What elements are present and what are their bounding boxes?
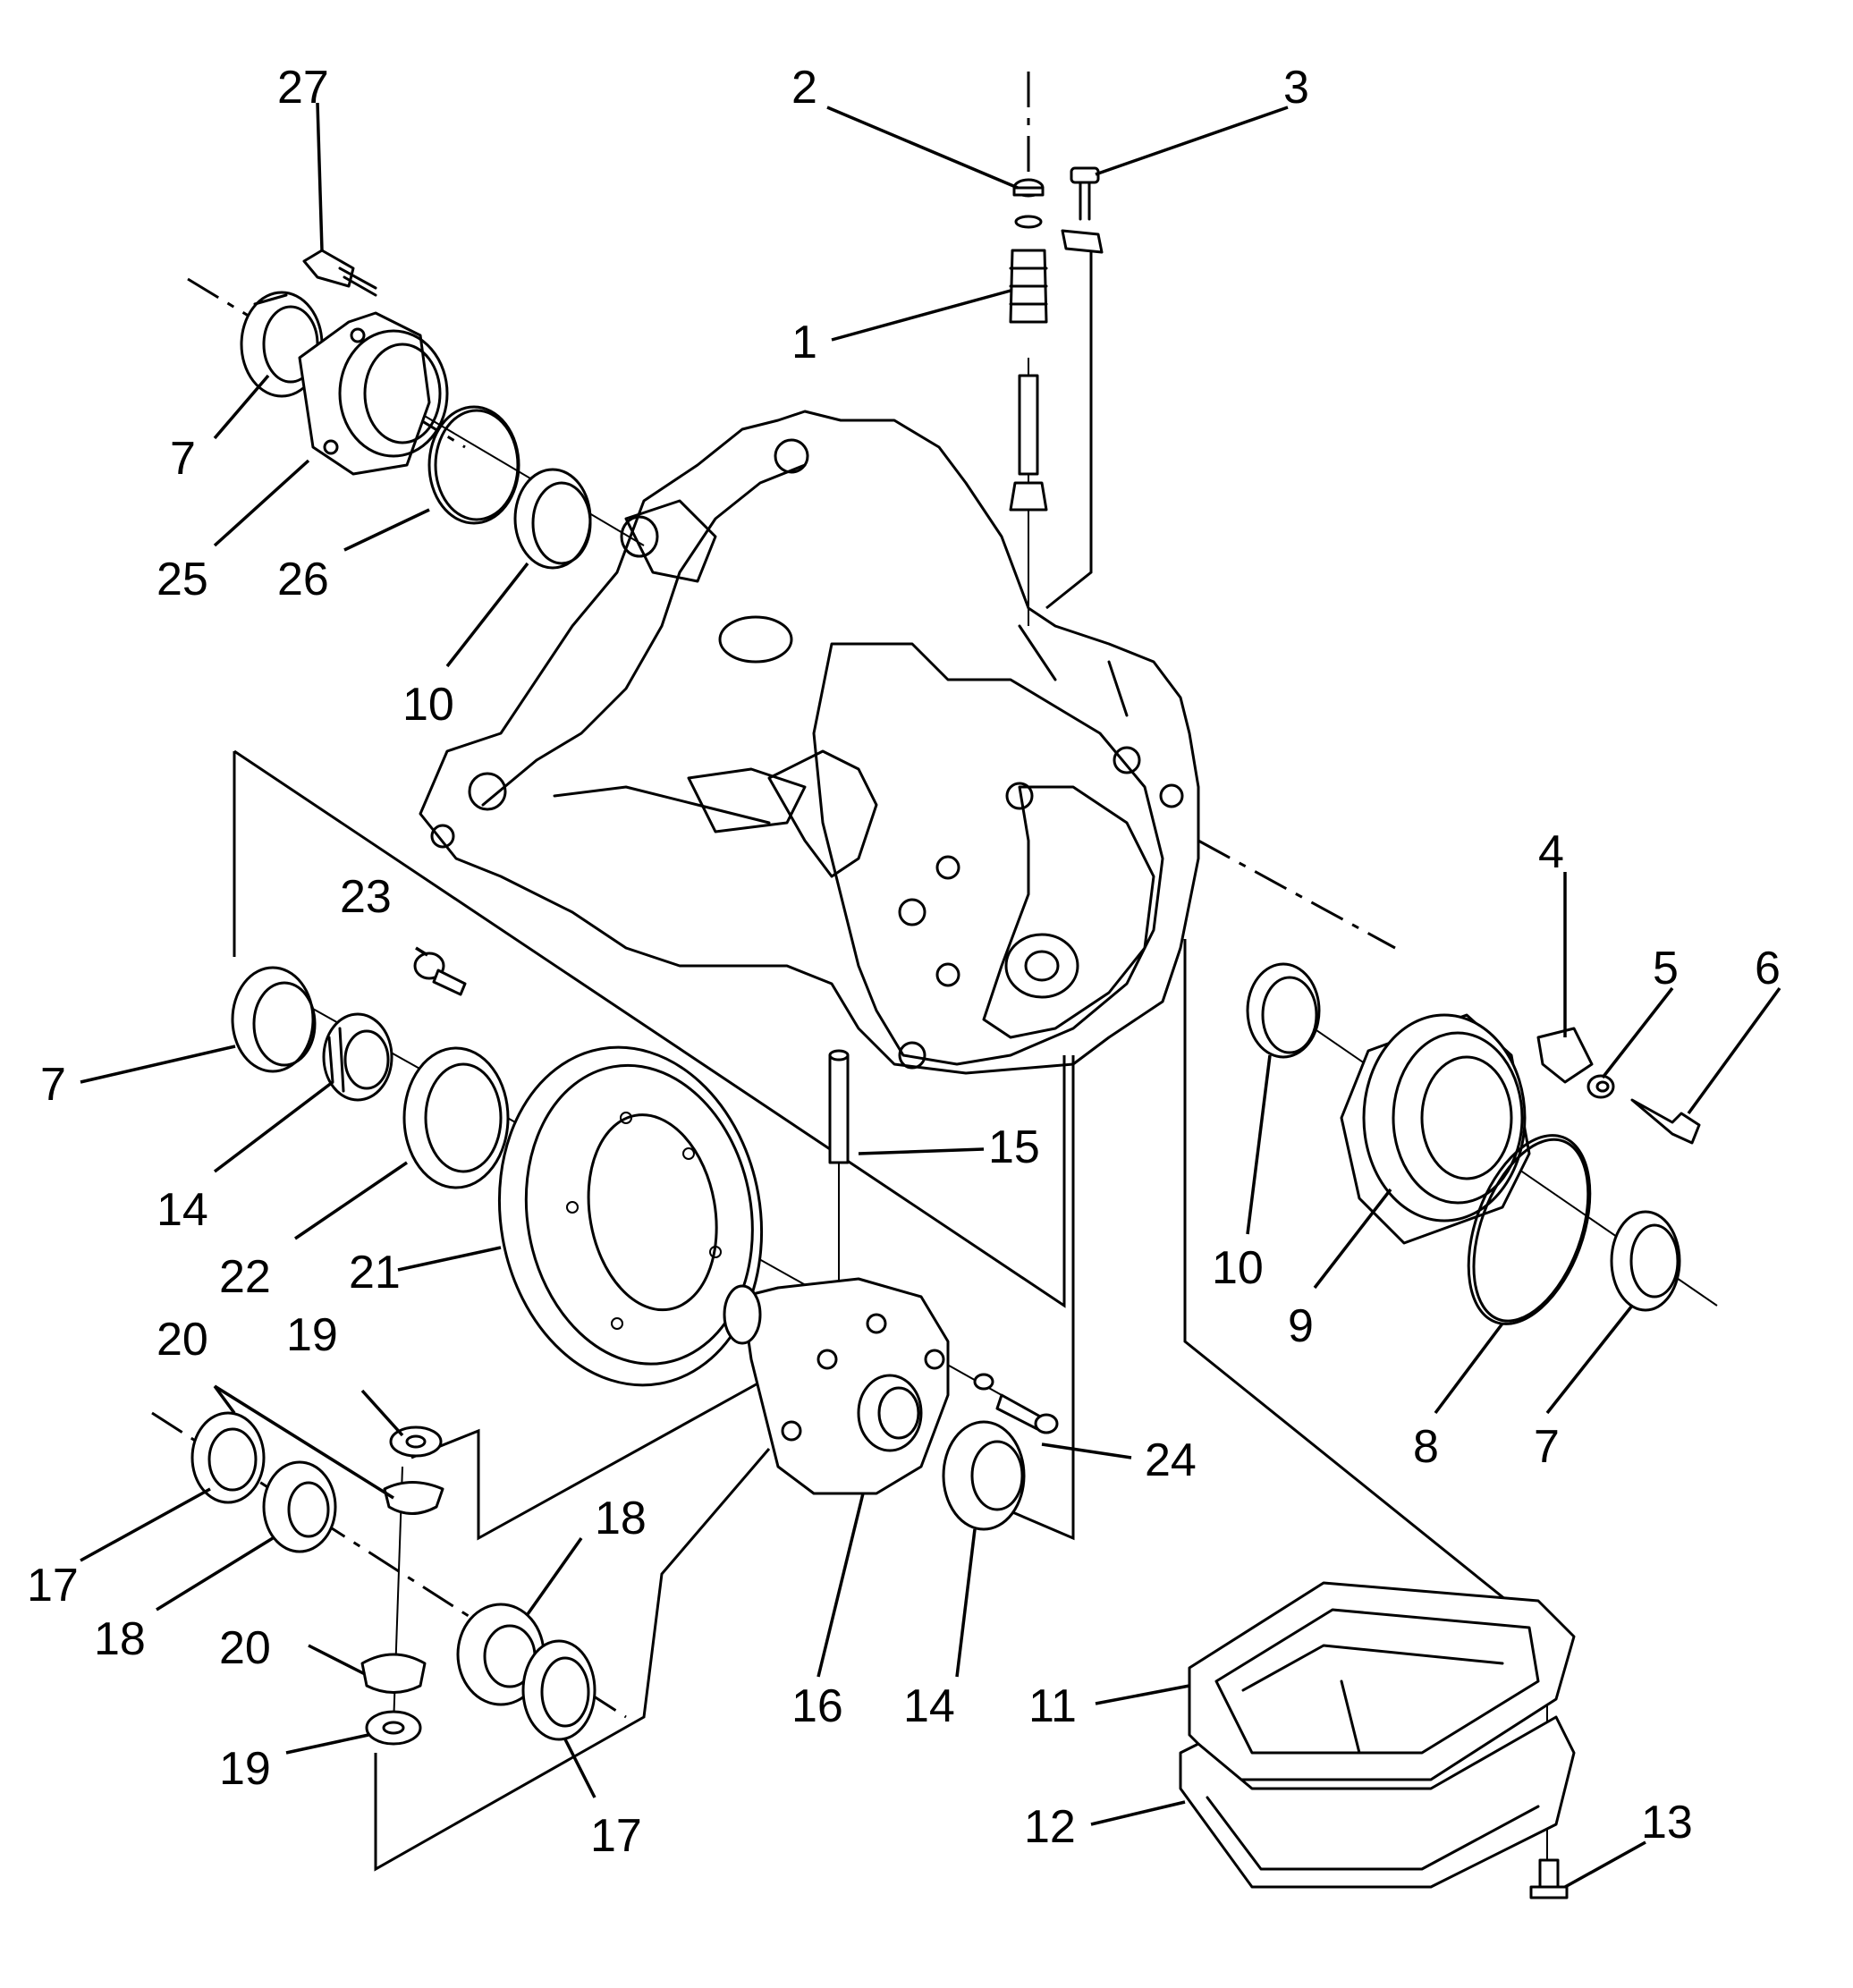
bearing-cup-10-right — [1246, 962, 1321, 1059]
speed-sensor-1 — [1009, 178, 1048, 512]
callout-7a: 7 — [170, 433, 196, 485]
callout-27: 27 — [277, 62, 329, 114]
callout-10b: 10 — [1212, 1242, 1264, 1294]
bearing-retainer-25 — [298, 311, 449, 476]
callout-19a: 19 — [286, 1309, 338, 1361]
bolt-23 — [413, 952, 467, 996]
callout-18a: 18 — [94, 1613, 146, 1665]
pinion-gear-20-upper — [383, 1481, 444, 1515]
bolt-6 — [1630, 1098, 1701, 1145]
callout-22: 22 — [219, 1251, 271, 1303]
washer-5 — [1586, 1074, 1615, 1099]
callout-10a: 10 — [402, 679, 454, 731]
clip-4 — [1536, 1027, 1594, 1084]
callout-21: 21 — [349, 1247, 401, 1299]
bearing-14-center — [942, 1420, 1026, 1531]
callout-17a: 17 — [27, 1560, 79, 1612]
callout-labels: 1 2 3 4 5 6 7 7 7 8 9 10 10 11 12 13 14 … — [27, 62, 1781, 1862]
callout-13: 13 — [1641, 1797, 1693, 1848]
callout-6: 6 — [1755, 943, 1781, 994]
adjuster-sleeve-9 — [1340, 1013, 1531, 1245]
callout-15: 15 — [988, 1121, 1040, 1173]
callout-3: 3 — [1283, 62, 1309, 114]
callout-19b: 19 — [219, 1743, 271, 1795]
thrust-washer-17-right — [521, 1639, 597, 1741]
callout-8: 8 — [1413, 1421, 1439, 1473]
callout-11: 11 — [1028, 1680, 1077, 1732]
pinion-shaft-15 — [828, 1049, 850, 1164]
o-ring-26 — [427, 405, 520, 525]
callout-2: 2 — [791, 62, 817, 114]
gasket-12 — [1179, 1715, 1576, 1889]
callout-17b: 17 — [590, 1810, 642, 1862]
bearing-cup-10-upper — [513, 468, 592, 570]
callout-14a: 14 — [157, 1184, 208, 1236]
callout-5: 5 — [1653, 943, 1679, 994]
bearing-14-left — [322, 1012, 393, 1102]
ring-gear-21 — [497, 1045, 764, 1387]
thrust-washer-17-left — [190, 1411, 266, 1504]
callout-24: 24 — [1145, 1434, 1197, 1486]
callout-23: 23 — [340, 871, 392, 923]
seal-7-right — [1610, 1210, 1681, 1312]
bearing-cup-7-left — [231, 966, 317, 1073]
thrust-washer-19-lower — [365, 1710, 422, 1746]
speedo-gear-22 — [402, 1046, 510, 1189]
callout-7b: 7 — [40, 1059, 66, 1111]
pinion-gear-20-lower — [360, 1653, 427, 1694]
leader-lines — [80, 102, 1781, 1889]
bolt-13 — [1529, 1858, 1569, 1899]
bolt-24 — [973, 1373, 1059, 1434]
differential-case-16 — [723, 1277, 950, 1495]
side-gear-18-left — [262, 1460, 337, 1553]
transaxle-case — [419, 410, 1200, 1075]
callout-20a: 20 — [157, 1314, 208, 1366]
bolt-3 — [1061, 166, 1104, 254]
bolt-27 — [302, 249, 377, 297]
callout-7c: 7 — [1534, 1421, 1560, 1473]
o-ring-8 — [1467, 1134, 1592, 1325]
callout-18b: 18 — [595, 1493, 647, 1544]
callout-9: 9 — [1288, 1300, 1314, 1352]
callout-25: 25 — [157, 554, 208, 605]
callout-26: 26 — [277, 554, 329, 605]
callout-16: 16 — [791, 1680, 843, 1732]
callout-4: 4 — [1538, 826, 1564, 878]
callout-1: 1 — [791, 317, 817, 368]
callout-14b: 14 — [903, 1680, 955, 1732]
callout-12: 12 — [1024, 1801, 1076, 1853]
callout-20b: 20 — [219, 1622, 271, 1674]
